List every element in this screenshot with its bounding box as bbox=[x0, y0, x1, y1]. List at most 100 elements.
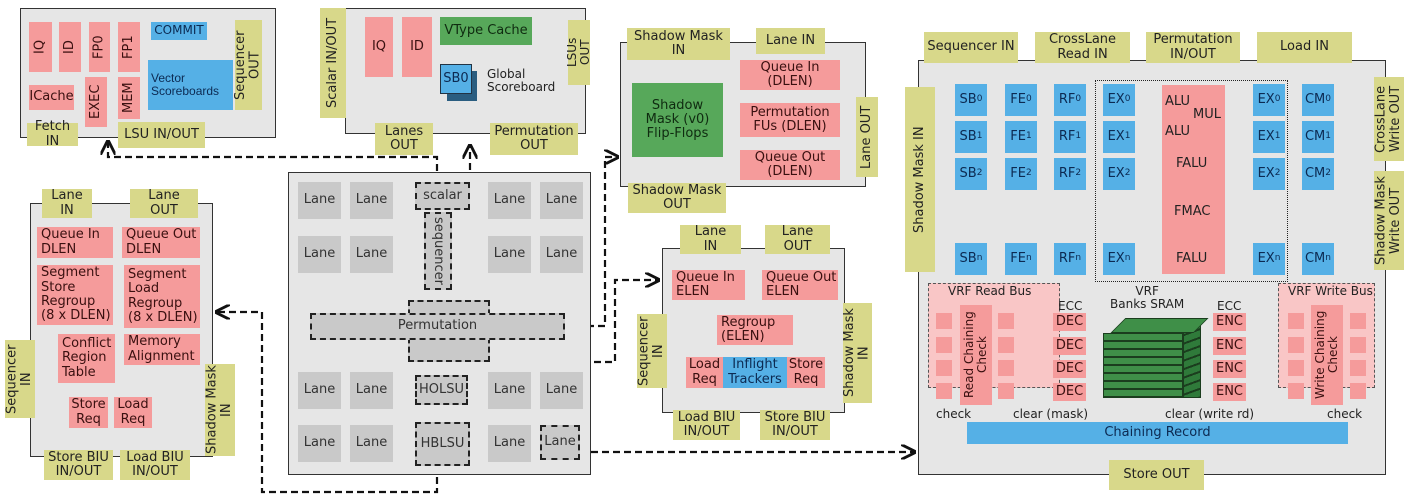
lane-block[interactable]: Lane bbox=[488, 182, 531, 219]
holsu-load-req: Load Req bbox=[686, 357, 723, 388]
ecc-enc-label: ECC bbox=[1217, 299, 1242, 313]
sb0-cube: SB0 bbox=[440, 64, 472, 94]
chaining-entry bbox=[998, 313, 1014, 329]
conflict-region-table: Conflict Region Table bbox=[58, 334, 115, 383]
hblsu-block[interactable]: HBLSU bbox=[415, 422, 470, 466]
lsu-io-port: LSU IN/OUT bbox=[118, 122, 205, 148]
seq-exec: EXEC bbox=[85, 77, 107, 127]
holsu-block[interactable]: HOLSU bbox=[415, 375, 468, 405]
ecc-decoder: DEC bbox=[1053, 360, 1086, 378]
perm-lane-in: Lane IN bbox=[756, 28, 825, 54]
crosslane-write-out: CrossLane Write OUT bbox=[1374, 77, 1404, 161]
alu-0: ALU bbox=[1165, 94, 1191, 109]
hblsu-load-biu: Load BIU IN/OUT bbox=[120, 450, 190, 480]
lane-block[interactable]: Lane bbox=[350, 372, 393, 409]
perm-queue-in: Queue In (DLEN) bbox=[740, 60, 840, 90]
chaining-entry bbox=[1350, 337, 1366, 353]
hblsu-queue-out: Queue Out DLEN bbox=[122, 227, 200, 258]
seq-vector-scoreboards: Vector Scoreboards bbox=[148, 60, 233, 110]
lane-block[interactable]: Lane bbox=[540, 236, 583, 273]
chaining-entry bbox=[936, 337, 952, 353]
read-check-label: check bbox=[936, 407, 972, 421]
scalar-io-port: Scalar IN/OUT bbox=[320, 8, 346, 118]
shadow-mask-write-out: Shadow Mask Write OUT bbox=[1374, 171, 1404, 270]
holsu-lane-out: Lane OUT bbox=[765, 225, 830, 254]
lane-block[interactable]: Lane bbox=[298, 372, 341, 409]
seq-icache: ICache bbox=[29, 85, 74, 110]
chaining-entry bbox=[1350, 313, 1366, 329]
lane-block[interactable]: Lane bbox=[488, 372, 531, 409]
hblsu-shadow-mask-in: Shadow Mask IN bbox=[204, 364, 235, 456]
chaining-entry bbox=[998, 337, 1014, 353]
vtype-cache: VType Cache bbox=[440, 17, 532, 45]
chaining-record: Chaining Record bbox=[967, 422, 1348, 444]
perm-queue-out: Queue Out (DLEN) bbox=[740, 150, 840, 180]
lane-block[interactable]: Lane bbox=[350, 236, 393, 273]
seq-fp0: FP0 bbox=[89, 22, 110, 72]
lane-block[interactable]: Lane bbox=[540, 372, 583, 409]
perm-shadow-mask-out: Shadow Mask OUT bbox=[628, 183, 726, 213]
global-scoreboard-label: Global Scoreboard bbox=[487, 67, 556, 95]
sequencer-block[interactable]: sequencer bbox=[424, 212, 452, 290]
holsu-regroup: Regroup (ELEN) bbox=[717, 315, 793, 345]
lane-block[interactable]: Lane bbox=[540, 182, 583, 219]
lane-block[interactable]: Lane bbox=[350, 182, 393, 219]
chaining-entry bbox=[998, 383, 1014, 399]
seq-commit: COMMIT bbox=[151, 22, 207, 40]
lane-sequencer-in: Sequencer IN bbox=[924, 32, 1018, 63]
hblsu-store-biu: Store BIU IN/OUT bbox=[44, 450, 113, 480]
chaining-entry bbox=[936, 313, 952, 329]
seq-iq: IQ bbox=[29, 22, 52, 72]
lane-load-in: Load IN bbox=[1257, 32, 1352, 63]
clear-write-rd-label: clear (write rd) bbox=[1165, 407, 1255, 421]
falu-0: FALU bbox=[1176, 156, 1208, 171]
segment-load-regroup: Segment Load Regroup (8 x DLEN) bbox=[124, 265, 200, 328]
permutation-block[interactable]: Permutation bbox=[310, 313, 565, 340]
holsu-load-biu: Load BIU IN/OUT bbox=[673, 410, 740, 440]
alu-1: ALU bbox=[1165, 124, 1191, 139]
functional-units bbox=[1162, 85, 1225, 274]
hblsu-store-req: Store Req bbox=[69, 397, 108, 428]
chaining-entry bbox=[1350, 383, 1366, 399]
ecc-dec-label: ECC bbox=[1058, 299, 1083, 313]
vrf-write-bus-label: VRF Write Bus bbox=[1288, 284, 1373, 298]
shadow-mask-flipflops: Shadow Mask (v0) Flip-Flops bbox=[632, 83, 723, 157]
lane-block-highlighted[interactable]: Lane bbox=[540, 425, 580, 460]
lanes-out-port: Lanes OUT bbox=[375, 123, 433, 155]
ecc-encoder: ENC bbox=[1213, 360, 1246, 378]
hblsu-sequencer-in: Sequencer IN bbox=[5, 340, 35, 418]
scalar-iq: IQ bbox=[365, 17, 393, 77]
seq-mem: MEM bbox=[118, 77, 140, 119]
vrf-read-bus-label: VRF Read Bus bbox=[948, 284, 1032, 298]
fmac-unit: FMAC bbox=[1174, 204, 1211, 219]
memory-alignment: Memory Alignment bbox=[124, 334, 200, 365]
lane-block[interactable]: Lane bbox=[350, 425, 393, 462]
lane-block[interactable]: Lane bbox=[488, 425, 531, 462]
lane-block[interactable]: Lane bbox=[298, 182, 341, 219]
ecc-decoder: DEC bbox=[1053, 337, 1086, 355]
lane-block[interactable]: Lane bbox=[298, 236, 341, 273]
store-out-port: Store OUT bbox=[1109, 460, 1204, 490]
segment-store-regroup: Segment Store Regroup (8 x DLEN) bbox=[37, 265, 113, 325]
seq-id: ID bbox=[59, 22, 81, 72]
lane-block[interactable]: Lane bbox=[488, 236, 531, 273]
inflight-trackers: Inflight Trackers bbox=[723, 357, 787, 388]
scalar-id: ID bbox=[402, 17, 432, 77]
scalar-block[interactable]: scalar bbox=[415, 182, 470, 210]
lane-block[interactable]: Lane bbox=[298, 425, 341, 462]
